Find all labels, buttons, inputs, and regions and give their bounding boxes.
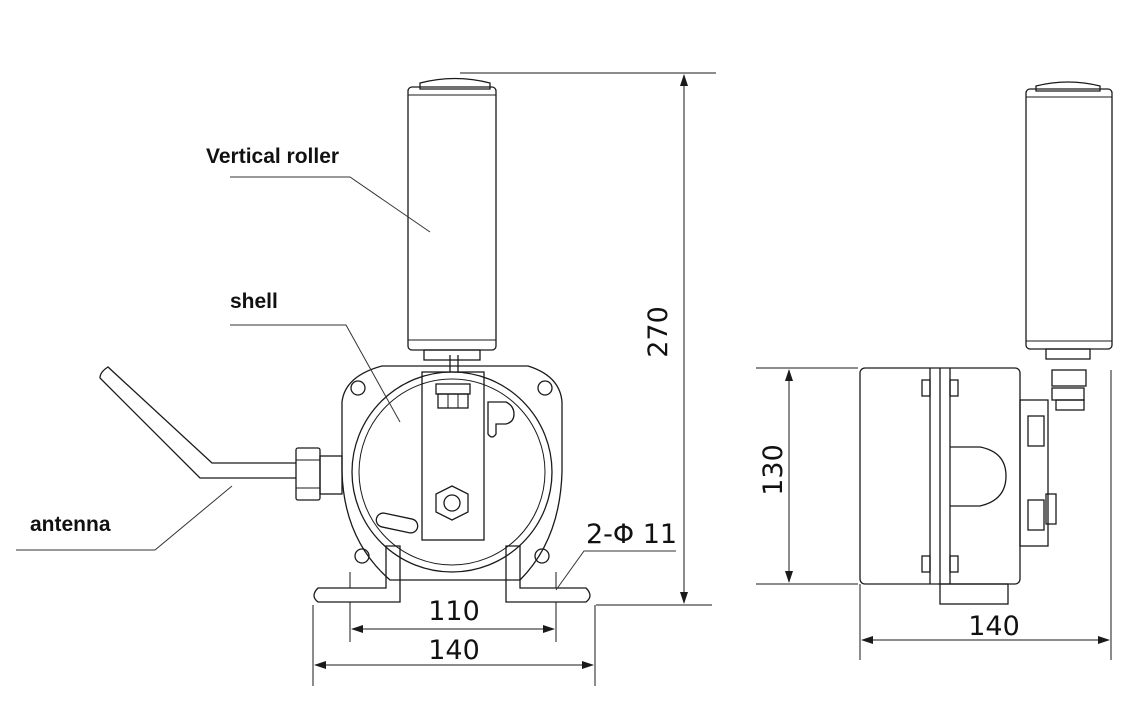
mount-hole <box>350 380 366 396</box>
dim-110: 110 <box>428 596 480 627</box>
left-foot <box>313 545 401 603</box>
cable-gland <box>319 455 343 495</box>
vertical-roller <box>407 86 497 351</box>
mount-hole <box>354 548 370 564</box>
slot <box>375 512 419 534</box>
roller-bottom-flange <box>423 349 481 361</box>
shell-cover <box>351 371 553 573</box>
side-arm <box>1019 399 1049 547</box>
key-slot <box>487 401 515 438</box>
side-roller <box>1025 88 1113 350</box>
side-base <box>939 583 1009 605</box>
front-dimensions <box>312 72 716 686</box>
hex-nut <box>435 485 469 521</box>
side-boss <box>950 446 1007 507</box>
mount-hole <box>534 548 550 564</box>
side-dimensions <box>756 367 1112 660</box>
label-vertical-roller: Vertical roller <box>206 145 339 168</box>
label-shell: shell <box>230 290 278 313</box>
dim-130: 130 <box>758 444 789 496</box>
label-antenna: antenna <box>30 513 111 536</box>
side-view <box>859 81 1113 605</box>
top-nut <box>437 393 469 409</box>
leader-lines <box>16 176 676 591</box>
right-foot <box>505 545 591 603</box>
mount-hole <box>537 380 553 396</box>
antenna-rod <box>99 366 296 479</box>
dim-140-side: 140 <box>968 611 1020 642</box>
front-view <box>99 77 591 603</box>
shell <box>341 365 563 581</box>
arm-plate <box>421 371 485 541</box>
dim-140-front: 140 <box>428 635 480 666</box>
dim-270: 270 <box>643 306 674 358</box>
label-holes: 2-Φ 11 <box>586 519 677 550</box>
